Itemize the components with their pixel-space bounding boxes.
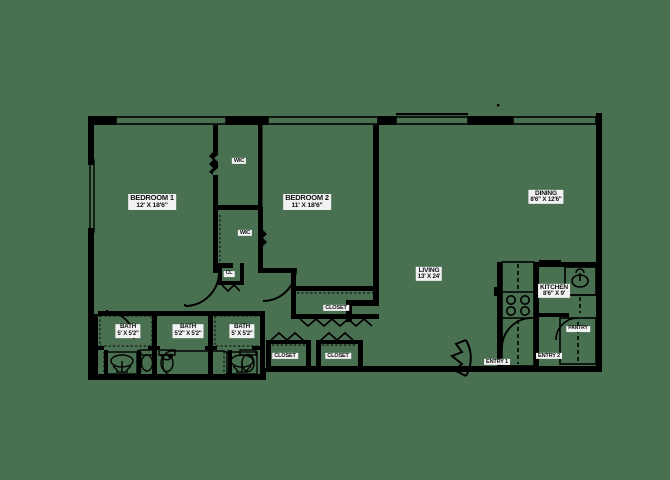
room-name: BEDROOM 1 [130, 193, 174, 202]
closet-label-wic-1: WIC [231, 157, 247, 165]
closet-name: CLOSET [325, 304, 347, 311]
room-name: BEDROOM 2 [285, 193, 329, 202]
room-dimensions: 12' X 18'6" [136, 202, 168, 210]
room-dimensions: 5'2" X 5'2" [174, 331, 202, 338]
bath-fixtures [106, 349, 258, 376]
room-label-bath-1: BATH 5' X 5'2" [115, 323, 141, 338]
closet-name: PANTRY [568, 325, 588, 332]
closet-name: WIC [239, 229, 251, 236]
room-name: BATH [234, 323, 250, 331]
entry-label-1: ENTRY 1 [484, 358, 510, 366]
closet-label-closet-3: CLOSET [325, 352, 351, 360]
closet-label-closet-1: CLOSET [323, 304, 349, 312]
room-name: BATH [120, 323, 136, 331]
room-dimensions: 8'6" X 12'6" [530, 196, 562, 204]
dashed-indicators [99, 130, 376, 374]
room-dimensions: 8'6" X 9' [543, 290, 565, 298]
room-dimensions: 11' X 18'6" [291, 202, 323, 210]
closet-label-cl: CL [223, 270, 235, 277]
entry-name: ENTRY 1 [486, 358, 508, 365]
room-dimensions: 13' X 24' [417, 273, 441, 281]
entry-label-2: ENTRY 2 [536, 352, 562, 360]
room-name: DINING [535, 189, 557, 197]
kitchen-fixtures [494, 260, 597, 367]
room-label-living: LIVING 13' X 24' [415, 266, 443, 282]
closet-label-pantry: PANTRY [566, 325, 590, 332]
closet-name: CL [225, 270, 233, 277]
room-label-bedroom2: BEDROOM 2 11' X 18'6" [283, 193, 331, 210]
closet-name: WIC [233, 157, 245, 164]
room-dimensions: 5' X 5'2" [117, 331, 139, 338]
room-name: LIVING [418, 266, 440, 274]
room-name: BATH [180, 323, 196, 331]
room-label-dining: DINING 8'6" X 12'6" [528, 189, 564, 205]
closet-label-closet-2: CLOSET [272, 352, 298, 360]
room-label-bath-3: BATH 5' X 5'2" [229, 323, 255, 338]
room-label-bedroom1: BEDROOM 1 12' X 18'6" [128, 193, 176, 210]
closet-label-wic-2: WIC [237, 229, 253, 237]
interior-walls [94, 125, 596, 376]
exterior-walls [88, 104, 602, 380]
closet-name: CLOSET [274, 352, 296, 359]
entry-name: ENTRY 2 [538, 352, 560, 359]
room-dimensions: 5' X 5'2" [231, 331, 253, 338]
room-name: KITCHEN [540, 283, 568, 291]
room-label-kitchen: KITCHEN 8'6" X 9' [538, 283, 570, 299]
room-label-bath-2: BATH 5'2" X 5'2" [172, 323, 204, 338]
closet-name: CLOSET [327, 352, 349, 359]
